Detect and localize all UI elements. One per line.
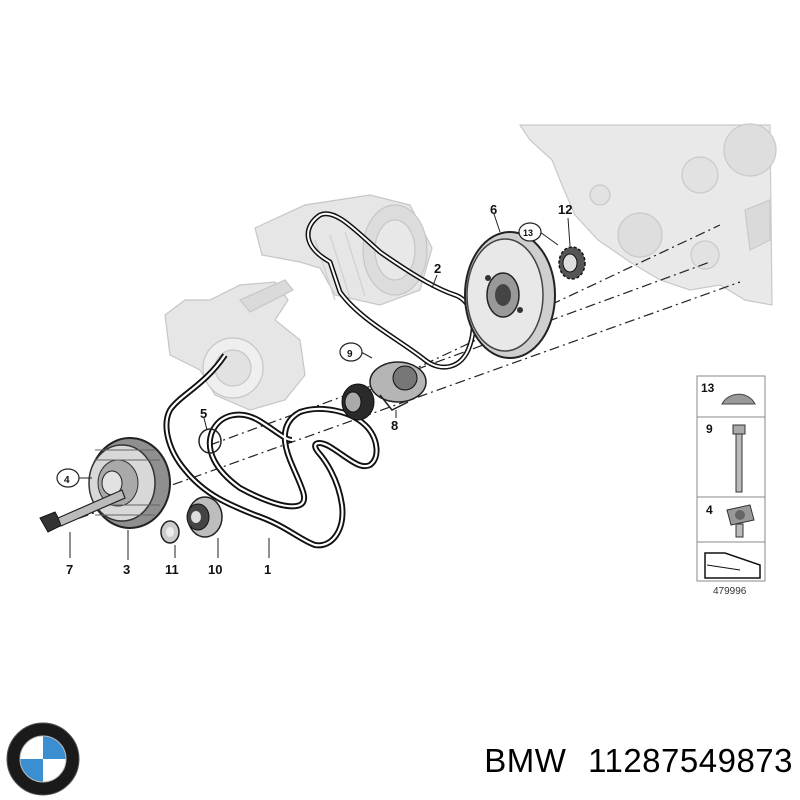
callout-1: 1 <box>264 562 271 577</box>
legend-label-4: 4 <box>706 503 713 517</box>
callout-6: 6 <box>490 202 497 217</box>
callout-8: 8 <box>391 418 398 433</box>
vibration-damper <box>464 231 556 359</box>
engine-block <box>518 123 777 306</box>
callout-12: 12 <box>558 202 572 217</box>
reference-code: 479996 <box>713 586 747 597</box>
callout-5: 5 <box>200 406 207 421</box>
brand-logo <box>6 722 80 796</box>
alternator <box>254 194 433 306</box>
legend-label-9: 9 <box>706 422 713 436</box>
belt-1-inner <box>165 354 378 547</box>
central-bolt <box>39 489 126 533</box>
part-number: 11287549873 <box>588 742 793 779</box>
callout-4: 4 <box>64 475 70 486</box>
callout-2: 2 <box>434 261 441 276</box>
callout-3: 3 <box>123 562 130 577</box>
water-pump <box>164 279 306 411</box>
callouts <box>69 213 571 560</box>
callout-13: 13 <box>523 228 533 238</box>
bolt-icon <box>732 424 746 493</box>
protective-cap <box>160 520 180 544</box>
callout-10: 10 <box>208 562 222 577</box>
belt-tensioner <box>341 361 427 421</box>
callout-9: 9 <box>347 349 353 360</box>
legend-panel <box>696 375 766 582</box>
belt-2-inner <box>307 212 475 368</box>
callout-7: 7 <box>66 562 73 577</box>
idler-pulley <box>186 496 223 538</box>
part-caption: BMW 11287549873 <box>408 742 793 780</box>
snap-ring <box>198 428 222 454</box>
callout-11: 11 <box>165 562 179 577</box>
callout-circles <box>56 222 542 488</box>
arrow-icon <box>704 552 761 579</box>
collar-screw-icon <box>726 504 755 538</box>
legend-label-13: 13 <box>701 381 715 395</box>
brand-name: BMW <box>484 742 567 779</box>
crankshaft-pulley <box>88 437 171 529</box>
key-icon <box>721 393 756 405</box>
sprocket <box>558 246 586 280</box>
